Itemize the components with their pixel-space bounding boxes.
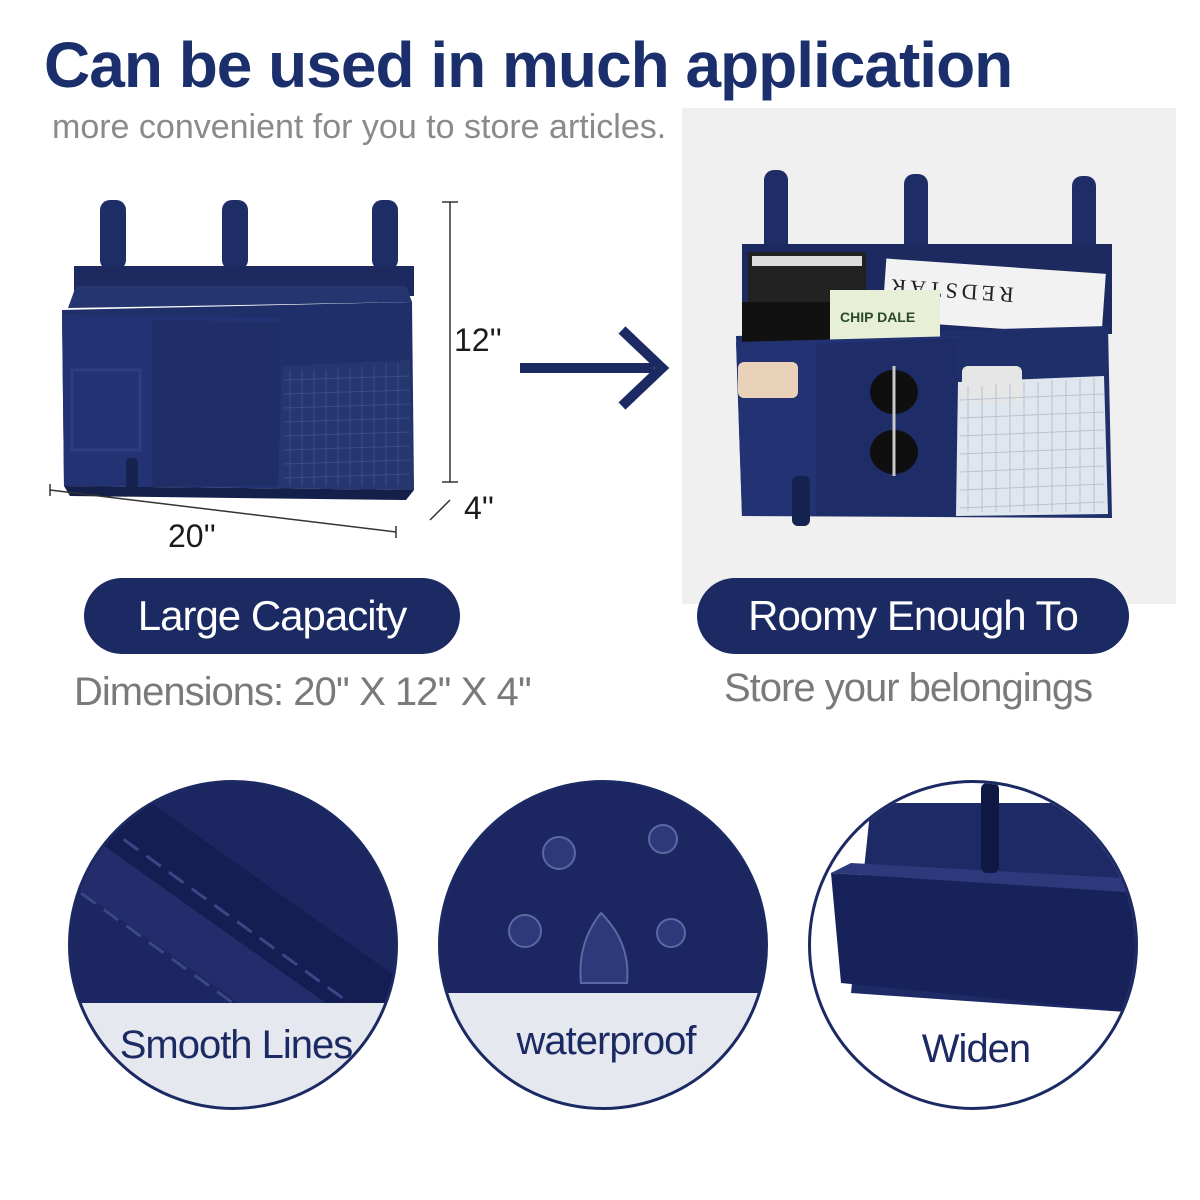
page-title: Can be used in much application [44,29,1013,101]
water-drops-icon [441,824,765,1107]
organizer-empty-illustration [49,200,458,538]
roomy-enough-badge: Roomy Enough To [697,578,1129,654]
feature-label: waterproof [516,1019,697,1063]
width-dimension-label: 20'' [168,518,216,554]
feature-label: Smooth Lines [119,1023,354,1067]
store-belongings-caption: Store your belongings [724,666,1093,710]
feature-label: Widen [921,1027,1031,1071]
height-dimension-label: 12'' [454,322,502,358]
stitched-fabric-icon [71,783,395,1107]
page-subtitle: more convenient for you to store article… [52,108,667,146]
arrow-right-icon [520,326,670,410]
large-capacity-badge: Large Capacity [84,578,460,654]
widened-edge-icon [831,783,1135,1013]
feature-circle-waterproof: waterproof [438,780,768,1110]
dimensions-caption: Dimensions: 20'' X 12'' X 4'' [74,670,532,714]
feature-circle-smooth-lines: Smooth Lines [68,780,398,1110]
card-label: CHIP DALE [840,309,915,325]
organizer-filled-illustration: REDSTAR CHIP DALE [736,170,1112,526]
feature-circle-widen: Widen [808,780,1138,1110]
depth-dimension-label: 4'' [464,490,495,526]
